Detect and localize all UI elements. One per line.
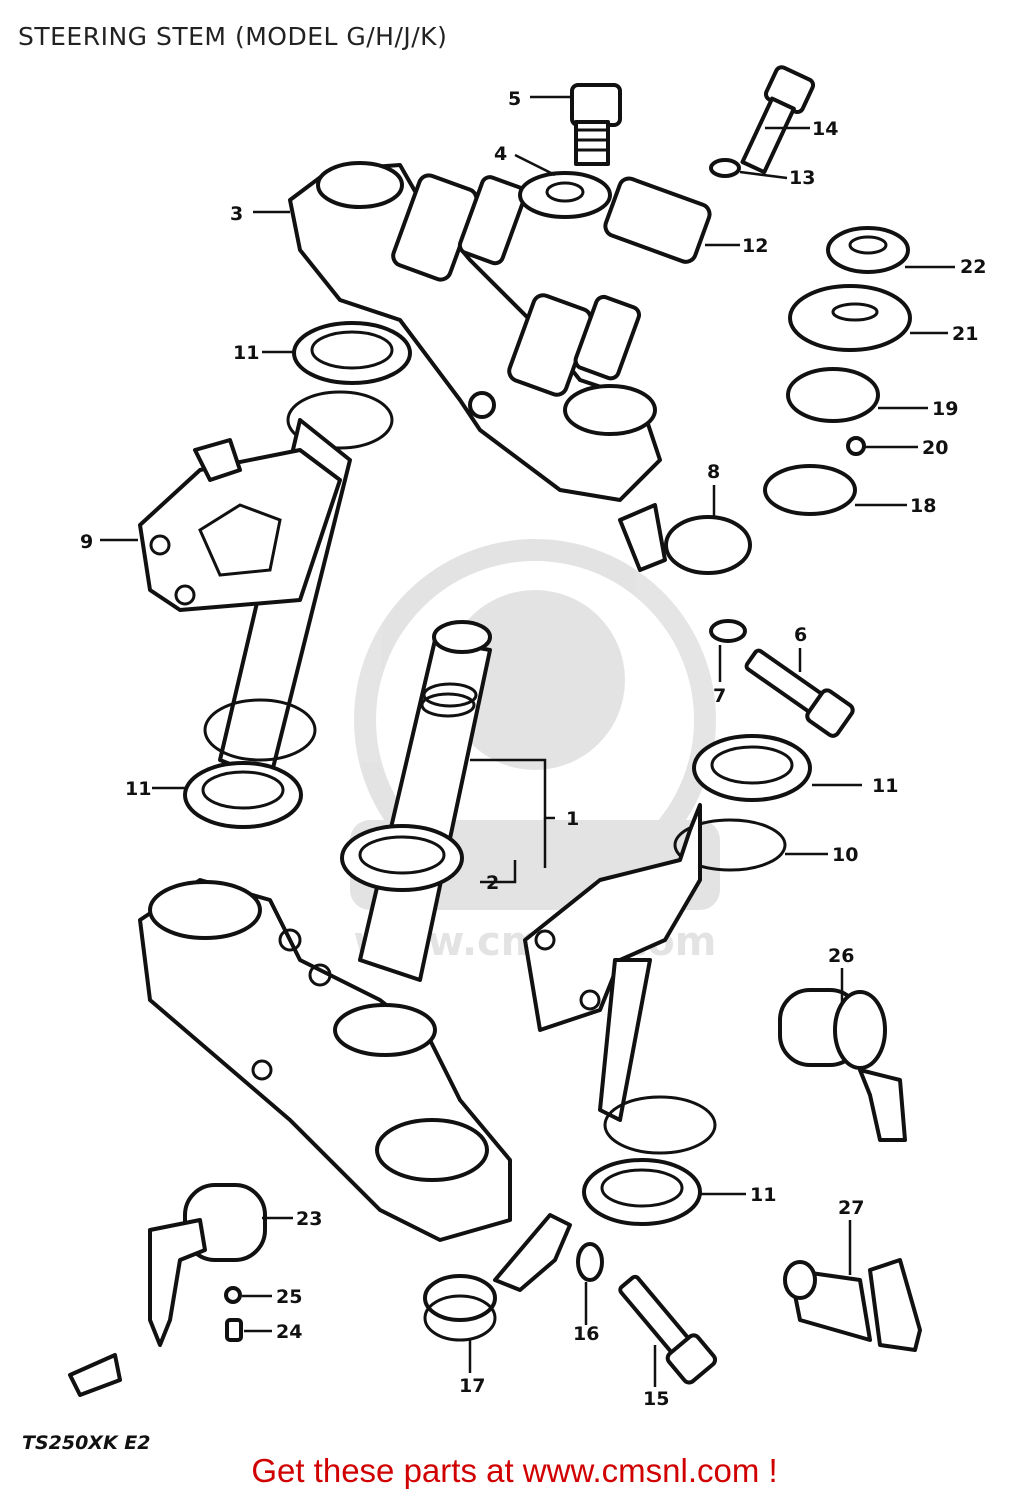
front-arrow-mark xyxy=(68,1353,122,1397)
callout-15: 15 xyxy=(643,1388,669,1410)
callout-23: 23 xyxy=(296,1208,322,1230)
part-17 xyxy=(423,1274,497,1322)
lower-bracket xyxy=(138,878,512,1242)
callout-11-lower-left: 11 xyxy=(125,778,151,800)
part-21 xyxy=(788,284,912,352)
callout-11-lower-right: 11 xyxy=(750,1184,776,1206)
callout-17: 17 xyxy=(459,1375,485,1397)
upper-bracket xyxy=(288,161,662,502)
steering-stem xyxy=(358,620,492,982)
callout-25: 25 xyxy=(276,1286,302,1308)
model-code: TS250XK E2 xyxy=(22,1432,151,1454)
callout-26: 26 xyxy=(828,945,854,967)
callout-14: 14 xyxy=(812,118,838,140)
fork-bracket-9 xyxy=(138,418,352,782)
callout-11-upper-right: 11 xyxy=(872,775,898,797)
callout-24: 24 xyxy=(276,1321,302,1343)
callout-9: 9 xyxy=(80,531,93,553)
callout-12: 12 xyxy=(742,235,768,257)
screw-24 xyxy=(225,1318,243,1342)
callout-27: 27 xyxy=(838,1197,864,1219)
callout-7: 7 xyxy=(713,685,726,707)
callout-19: 19 xyxy=(932,398,958,420)
part-18 xyxy=(763,464,857,516)
callout-11-upper-left: 11 xyxy=(233,342,259,364)
washer-16 xyxy=(576,1242,604,1282)
lock-23 xyxy=(148,1183,267,1347)
page-title: STEERING STEM (MODEL G/H/J/K) xyxy=(18,22,448,51)
callout-21: 21 xyxy=(952,323,978,345)
washer-13 xyxy=(709,158,741,178)
callout-2: 2 xyxy=(486,872,499,894)
bolt-5 xyxy=(570,83,622,166)
washer-25 xyxy=(224,1286,242,1304)
bolt-15 xyxy=(618,1274,718,1385)
handlebar-holder-cap xyxy=(603,176,712,264)
lock-27 xyxy=(783,1258,922,1352)
washer-7 xyxy=(709,619,747,643)
callout-20: 20 xyxy=(922,437,948,459)
callout-3: 3 xyxy=(230,203,243,225)
part-8 xyxy=(664,515,752,575)
callout-13: 13 xyxy=(789,167,815,189)
callout-5: 5 xyxy=(508,88,521,110)
lock-26 xyxy=(778,988,907,1142)
callout-1: 1 xyxy=(566,808,579,830)
washer-4 xyxy=(518,171,612,219)
callout-22: 22 xyxy=(960,256,986,278)
bracket-10 xyxy=(523,803,702,1122)
part-20 xyxy=(846,436,866,456)
callout-10: 10 xyxy=(832,844,858,866)
callout-18: 18 xyxy=(910,495,936,517)
bolt-6 xyxy=(744,648,855,738)
callout-4: 4 xyxy=(494,143,507,165)
leader-lines xyxy=(100,95,955,1387)
callout-8: 8 xyxy=(707,461,720,483)
bolt-14 xyxy=(740,65,816,175)
callout-6: 6 xyxy=(794,624,807,646)
part-22 xyxy=(826,226,910,274)
callout-labels: 5 4 3 14 13 12 22 21 19 20 18 11 9 8 6 7… xyxy=(80,88,986,1410)
part-19 xyxy=(786,367,880,423)
footer-link[interactable]: Get these parts at www.cmsnl.com ! xyxy=(251,1452,778,1489)
callout-16: 16 xyxy=(573,1323,599,1345)
